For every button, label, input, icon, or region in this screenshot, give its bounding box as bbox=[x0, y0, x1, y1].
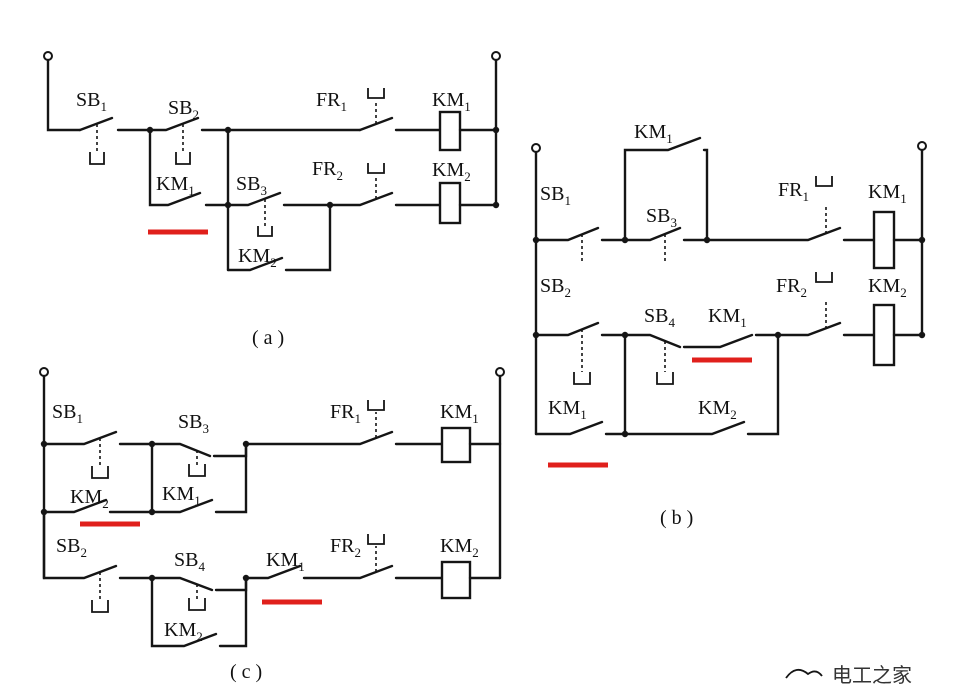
caption-a: ( a ) bbox=[252, 327, 284, 349]
label-c-sb2: SB2 bbox=[56, 535, 87, 560]
coil-c-km2 bbox=[440, 560, 472, 600]
label-a-fr1: FR1 bbox=[316, 89, 347, 114]
caption-b: ( b ) bbox=[660, 507, 693, 529]
label-b-km1-coil: KM1 bbox=[868, 181, 907, 206]
thermal-c-fr1-icon bbox=[367, 400, 385, 411]
contact-a-km1-hold bbox=[148, 128, 230, 207]
contact-a-sb3 bbox=[226, 191, 332, 207]
button-c-sb4-icon bbox=[188, 598, 206, 611]
contact-b-sb3 bbox=[623, 226, 709, 242]
contact-b-km1-top bbox=[623, 136, 709, 242]
label-a-km1-coil: KM1 bbox=[432, 89, 471, 114]
label-a-fr2: FR2 bbox=[312, 158, 343, 183]
contact-a-sb2 bbox=[148, 116, 230, 132]
label-a-km2: KM2 bbox=[238, 245, 277, 270]
wechat-icon bbox=[785, 668, 823, 679]
contact-c-sb3 bbox=[150, 442, 248, 458]
label-a-sb2: SB2 bbox=[168, 97, 199, 122]
coil-b-km1 bbox=[872, 210, 896, 270]
label-a-km1: KM1 bbox=[156, 173, 195, 198]
label-b-km1-interlock: KM1 bbox=[708, 305, 747, 330]
contact-b-sb2 bbox=[534, 321, 627, 337]
button-a-sb1-icon bbox=[89, 152, 105, 165]
diagram-b: KM1 SB1 SB3 FR1 KM1 SB2 SB4 KM1 FR2 KM2 … bbox=[531, 121, 927, 529]
diagram-a: SB1 SB2 KM1 SB3 KM2 FR1 FR2 KM1 KM2 ( a … bbox=[43, 51, 501, 349]
label-b-km2-coil: KM2 bbox=[868, 275, 907, 300]
label-b-sb4: SB4 bbox=[644, 305, 675, 330]
label-c-km2: KM2 bbox=[70, 486, 109, 511]
contact-c-km2-hold bbox=[150, 576, 248, 648]
label-c-fr1: FR1 bbox=[330, 401, 361, 426]
label-c-km2-hold: KM2 bbox=[164, 619, 203, 644]
thermal-b-fr1-icon bbox=[815, 176, 833, 187]
label-b-sb2: SB2 bbox=[540, 275, 571, 300]
label-b-sb1: SB1 bbox=[540, 183, 571, 208]
button-b-sb4-icon bbox=[656, 372, 674, 385]
label-c-sb3: SB3 bbox=[178, 411, 209, 436]
label-c-km2-coil: KM2 bbox=[440, 535, 479, 560]
thermal-a-fr1-icon bbox=[367, 88, 385, 99]
button-c-sb3-icon bbox=[188, 464, 206, 477]
contact-b-fr2 bbox=[776, 321, 876, 337]
label-b-km1-bottom: KM1 bbox=[548, 397, 587, 422]
label-b-km1-top: KM1 bbox=[634, 121, 673, 146]
contact-b-sb1 bbox=[534, 226, 627, 242]
label-b-sb3: SB3 bbox=[646, 205, 677, 230]
diagram-c: SB1 SB3 FR1 KM1 KM2 KM1 SB2 SB4 KM1 FR2 … bbox=[39, 367, 505, 683]
label-c-sb4: SB4 bbox=[174, 549, 205, 574]
label-a-sb1: SB1 bbox=[76, 89, 107, 114]
label-a-km2-coil: KM2 bbox=[432, 159, 471, 184]
label-c-fr2: FR2 bbox=[330, 535, 361, 560]
contact-a-sb1 bbox=[78, 116, 152, 132]
coil-a-km1 bbox=[438, 110, 462, 152]
button-c-sb1-icon bbox=[91, 466, 109, 479]
label-c-km1-interlock: KM1 bbox=[266, 549, 305, 574]
contact-b-fr1 bbox=[705, 226, 876, 242]
label-b-fr2: FR2 bbox=[776, 275, 807, 300]
button-a-sb2-icon bbox=[175, 152, 191, 165]
contact-a-km2-hold bbox=[226, 203, 332, 272]
button-b-sb2-icon bbox=[573, 372, 591, 385]
contact-b-sb4-km1 bbox=[623, 333, 780, 349]
label-c-sb1: SB1 bbox=[52, 401, 83, 426]
thermal-c-fr2-icon bbox=[367, 534, 385, 545]
label-b-fr1: FR1 bbox=[778, 179, 809, 204]
label-b-km2-bottom: KM2 bbox=[698, 397, 737, 422]
contact-c-fr1 bbox=[244, 430, 444, 446]
watermark: 电工之家 bbox=[785, 663, 912, 685]
coil-b-km2 bbox=[872, 303, 896, 367]
contact-c-km1-hold bbox=[150, 442, 248, 514]
label-a-sb3: SB3 bbox=[236, 173, 267, 198]
thermal-a-fr2-icon bbox=[367, 163, 385, 174]
button-a-sb3-icon bbox=[257, 226, 273, 237]
coil-c-km1 bbox=[440, 426, 472, 464]
caption-c: ( c ) bbox=[230, 661, 262, 683]
label-c-km1-coil: KM1 bbox=[440, 401, 479, 426]
contact-a-fr1 bbox=[358, 116, 442, 132]
contact-c-sb1 bbox=[42, 430, 154, 446]
label-c-km1: KM1 bbox=[162, 483, 201, 508]
button-c-sb2-icon bbox=[91, 600, 109, 613]
contact-b-km2-bottom bbox=[623, 333, 780, 436]
coil-a-km2 bbox=[438, 181, 462, 225]
thermal-b-fr2-icon bbox=[815, 272, 833, 283]
contact-a-fr2 bbox=[328, 191, 442, 207]
wire-a-feed bbox=[46, 58, 82, 132]
contact-c-km1-fr2 bbox=[244, 564, 444, 580]
watermark-text: 电工之家 bbox=[832, 663, 912, 685]
contact-c-sb4 bbox=[150, 576, 248, 592]
